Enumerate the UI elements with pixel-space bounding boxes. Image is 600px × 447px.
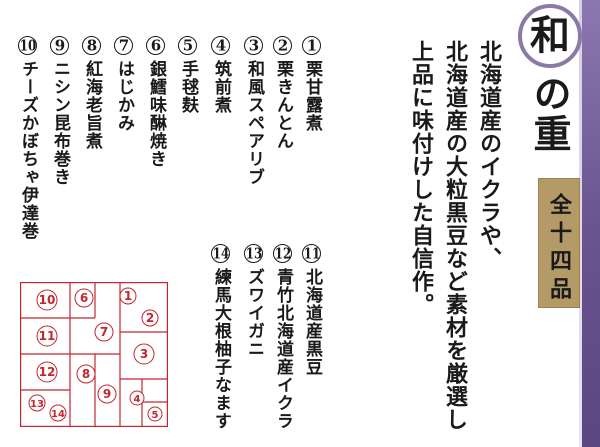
item-number: 7 — [114, 36, 133, 55]
diagram-marker-2 — [141, 309, 159, 327]
item-number: 5 — [178, 36, 197, 55]
item-number: 10 — [18, 36, 37, 55]
diagram-label-7: 7 — [100, 325, 108, 339]
item-name: 栗甘露煮 — [302, 60, 322, 132]
item-name: 銀鱈味醂焼き — [146, 60, 166, 168]
item-name: 練馬大根柚子なます — [211, 268, 231, 430]
item-number: 14 — [211, 244, 230, 263]
item-name: 栗きんとん — [273, 60, 293, 150]
description-line-1: 北海道産のイクラや、 — [476, 40, 502, 270]
menu-item-9: 9 ニシン昆布巻き — [50, 36, 70, 186]
item-number: 1 — [302, 36, 321, 55]
menu-item-2: 2 栗きんとん — [273, 36, 293, 150]
diagram-label-12: 12 — [39, 365, 56, 379]
menu-item-10: 10 チーズかぼちゃ伊達巻 — [18, 36, 38, 240]
diagram-label-8: 8 — [82, 367, 90, 381]
diagram-label-2: 2 — [146, 311, 154, 325]
menu-item-14: 14 練馬大根柚子なます — [211, 244, 231, 430]
diagram-marker-12 — [36, 361, 58, 383]
item-number: 8 — [82, 36, 101, 55]
diagram-label-13: 13 — [30, 399, 44, 410]
title-seal: 和 — [518, 4, 582, 68]
diagram-label-9: 9 — [103, 387, 111, 401]
decorative-band — [579, 0, 600, 447]
item-name: チーズかぼちゃ伊達巻 — [18, 60, 38, 240]
diagram-marker-13 — [28, 394, 46, 412]
diagram-marker-3 — [133, 343, 155, 365]
item-count-badge: 全十四品 — [538, 178, 580, 308]
title-text: の重 — [527, 74, 572, 154]
item-count-text: 全十四品 — [546, 193, 572, 305]
menu-item-4: 4 筑前煮 — [211, 36, 231, 114]
diagram-label-14: 14 — [51, 409, 65, 420]
item-number: 13 — [244, 244, 263, 263]
item-name: 筑前煮 — [211, 60, 231, 114]
menu-item-8: 8 紅海老旨煮 — [82, 36, 102, 150]
menu-item-5: 5 手毬麸 — [178, 36, 198, 114]
diagram-marker-6 — [74, 288, 94, 308]
diagram-label-11: 11 — [39, 329, 56, 343]
item-name: 紅海老旨煮 — [82, 60, 102, 150]
menu-item-13: 13 ズワイガニ — [244, 244, 264, 358]
menu-item-7: 7 はじかみ — [114, 36, 134, 132]
item-name: はじかみ — [114, 60, 134, 132]
box-layout-diagram: 10 6 1 2 7 11 3 12 8 9 4 5 13 14 — [20, 282, 168, 427]
item-number: 4 — [211, 36, 230, 55]
item-name: ニシン昆布巻き — [50, 60, 70, 186]
item-name: 和風スペアリブ — [244, 60, 264, 186]
diagram-marker-10 — [36, 289, 58, 311]
diagram-label-5: 5 — [152, 410, 159, 421]
item-number: 12 — [273, 244, 292, 263]
diagram-marker-7 — [94, 322, 114, 342]
description-line-3: 上品に味付けした自信作。 — [408, 40, 434, 316]
item-number: 3 — [244, 36, 263, 55]
title-seal-char: 和 — [530, 12, 570, 59]
diagram-label-1: 1 — [124, 289, 132, 303]
diagram-marker-9 — [97, 384, 117, 404]
item-number: 11 — [302, 244, 321, 263]
menu-item-12: 12 青竹北海道産イクラ — [273, 244, 293, 430]
menu-item-6: 6 銀鱈味醂焼き — [146, 36, 166, 168]
diagram-marker-11 — [36, 325, 58, 347]
diagram-label-3: 3 — [140, 347, 148, 361]
menu-item-1: 1 栗甘露煮 — [302, 36, 322, 132]
diagram-marker-5 — [147, 406, 163, 422]
item-number: 6 — [146, 36, 165, 55]
item-name: 青竹北海道産イクラ — [273, 268, 293, 430]
item-name: 手毬麸 — [178, 60, 198, 114]
diagram-marker-4 — [129, 390, 145, 406]
diagram-label-6: 6 — [80, 291, 88, 305]
diagram-marker-14 — [49, 404, 67, 422]
diagram-label-10: 10 — [39, 293, 56, 307]
item-number: 9 — [50, 36, 69, 55]
diagram-marker-1 — [119, 287, 137, 305]
diagram-marker-8 — [76, 364, 96, 384]
menu-item-3: 3 和風スペアリブ — [244, 36, 264, 186]
description-line-2: 北海道産の大粒黒豆など素材を厳選し — [442, 40, 468, 431]
item-name: ズワイガニ — [244, 268, 264, 358]
diagram-label-4: 4 — [134, 394, 141, 405]
menu-item-11: 11 北海道産黒豆 — [302, 244, 322, 376]
item-number: 2 — [273, 36, 292, 55]
item-name: 北海道産黒豆 — [302, 268, 322, 376]
box-layout-svg: 10 6 1 2 7 11 3 12 8 9 4 5 13 14 — [20, 282, 168, 427]
